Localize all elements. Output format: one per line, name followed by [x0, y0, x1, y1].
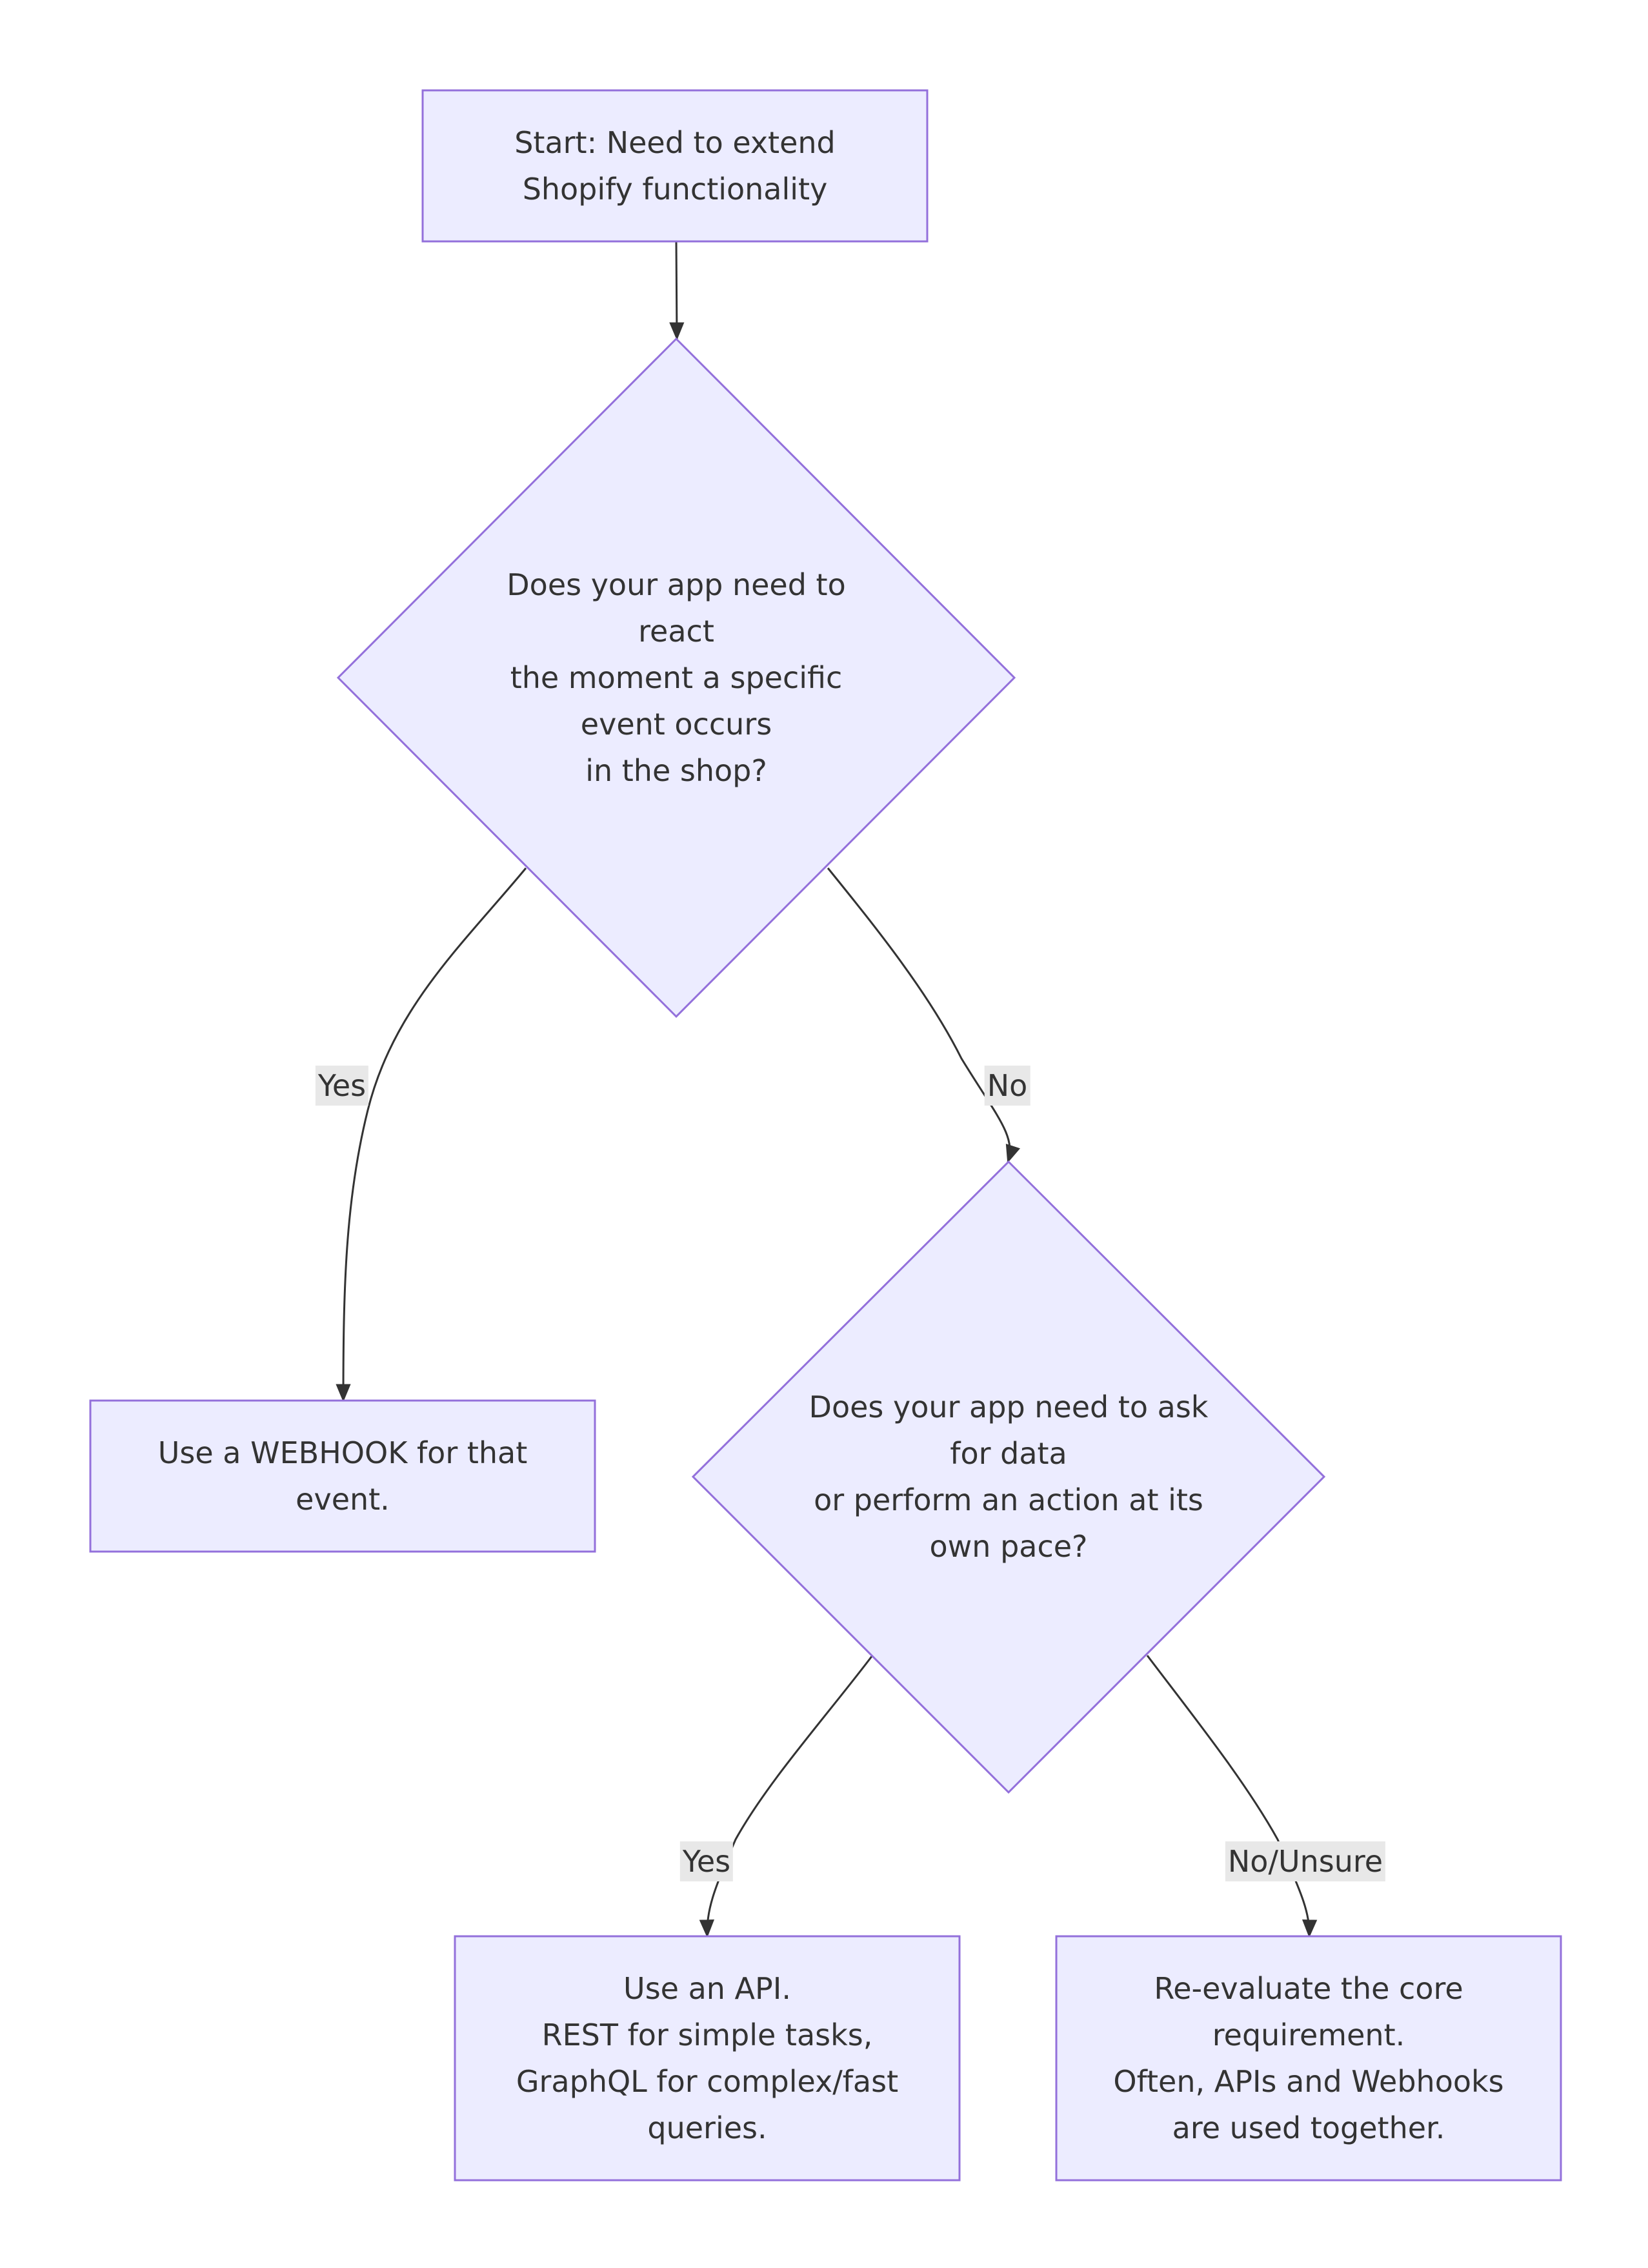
- edge-q2-yes: [699, 1655, 874, 1938]
- edge-label-q1-no: No: [984, 1066, 1030, 1106]
- decision-node-own-pace: [691, 1160, 1326, 1794]
- q1-line-2: react: [638, 614, 714, 649]
- edge-q1-no: [827, 867, 1021, 1164]
- decision-node-react-event: [336, 337, 1016, 1018]
- reevaluate-node-text: Re-evaluate the core requirement. Often,…: [1056, 1936, 1561, 2180]
- webhook-node: [89, 1399, 596, 1553]
- q1-line-5: in the shop?: [585, 753, 767, 788]
- q2-line-1: Does your app need to ask: [809, 1390, 1209, 1424]
- reevaluate-line-2: requirement.: [1212, 2018, 1405, 2052]
- edge-label-q2-yes: Yes: [679, 1841, 734, 1881]
- webhook-line-1: Use a WEBHOOK for that: [157, 1435, 528, 1470]
- q2-line-4: own pace?: [929, 1529, 1088, 1564]
- q1-text: Does your app need to react the moment a…: [483, 516, 870, 839]
- reevaluate-line-3: Often, APIs and Webhooks: [1113, 2064, 1504, 2099]
- reevaluate-node: [1055, 1935, 1562, 2182]
- q2-text: Does your app need to ask for data or pe…: [783, 1348, 1234, 1606]
- start-line-1: Start: Need to extend: [514, 125, 836, 160]
- q1-line-1: Does your app need to: [507, 567, 846, 602]
- edge-start-to-q1: [669, 241, 685, 341]
- api-line-1: Use an API.: [623, 1971, 791, 2006]
- edge-label-q2-no: No/Unsure: [1225, 1841, 1386, 1881]
- edge-label-q1-yes: Yes: [315, 1066, 369, 1106]
- api-line-3: GraphQL for complex/fast: [516, 2064, 899, 2099]
- reevaluate-line-1: Re-evaluate the core: [1154, 1971, 1463, 2006]
- start-node: [421, 89, 929, 243]
- start-line-2: Shopify functionality: [522, 172, 828, 207]
- api-node-text: Use an API. REST for simple tasks, Graph…: [455, 1936, 960, 2180]
- api-node: [454, 1935, 961, 2182]
- q2-line-2: for data: [950, 1436, 1067, 1471]
- reevaluate-line-4: are used together.: [1172, 2111, 1445, 2145]
- start-node-text: Start: Need to extend Shopify functional…: [423, 90, 927, 241]
- edge-q1-yes: [336, 867, 527, 1402]
- q2-line-3: or perform an action at its: [814, 1483, 1203, 1517]
- webhook-line-2: event.: [296, 1482, 390, 1517]
- webhook-node-text: Use a WEBHOOK for that event.: [90, 1401, 595, 1552]
- api-line-4: queries.: [647, 2111, 767, 2145]
- q1-line-3: the moment a specific: [510, 660, 843, 695]
- q1-line-4: event occurs: [580, 707, 772, 742]
- api-line-2: REST for simple tasks,: [541, 2018, 873, 2052]
- edge-q2-no: [1146, 1655, 1318, 1938]
